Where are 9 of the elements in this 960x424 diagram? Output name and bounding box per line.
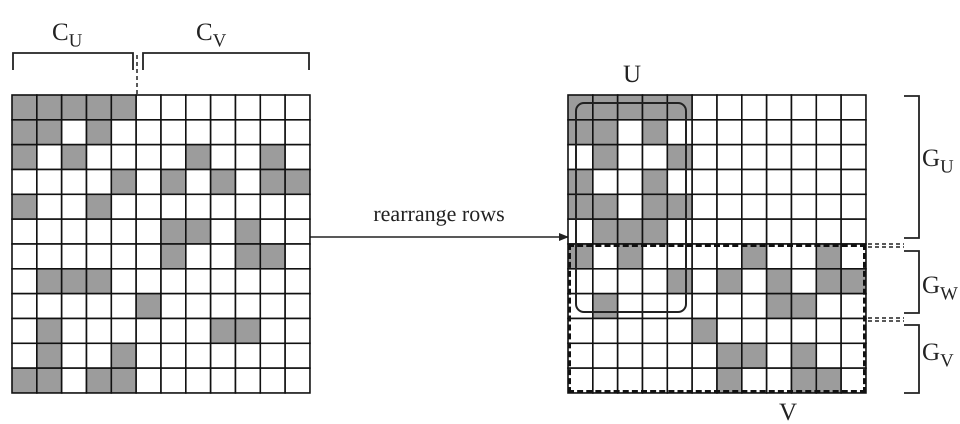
arrow: [310, 233, 569, 241]
group-label: C$_{V}$: [196, 20, 226, 52]
edge-label: rearrange rows: [373, 203, 505, 225]
group-label: C$_{U}$: [52, 20, 82, 52]
region-label: V: [778, 400, 798, 424]
region-label: U: [622, 62, 642, 87]
group-label: G$_{W}$: [922, 273, 958, 304]
group-label: G$_{U}$: [922, 146, 954, 178]
group-label: G$_{V}$: [922, 340, 954, 372]
